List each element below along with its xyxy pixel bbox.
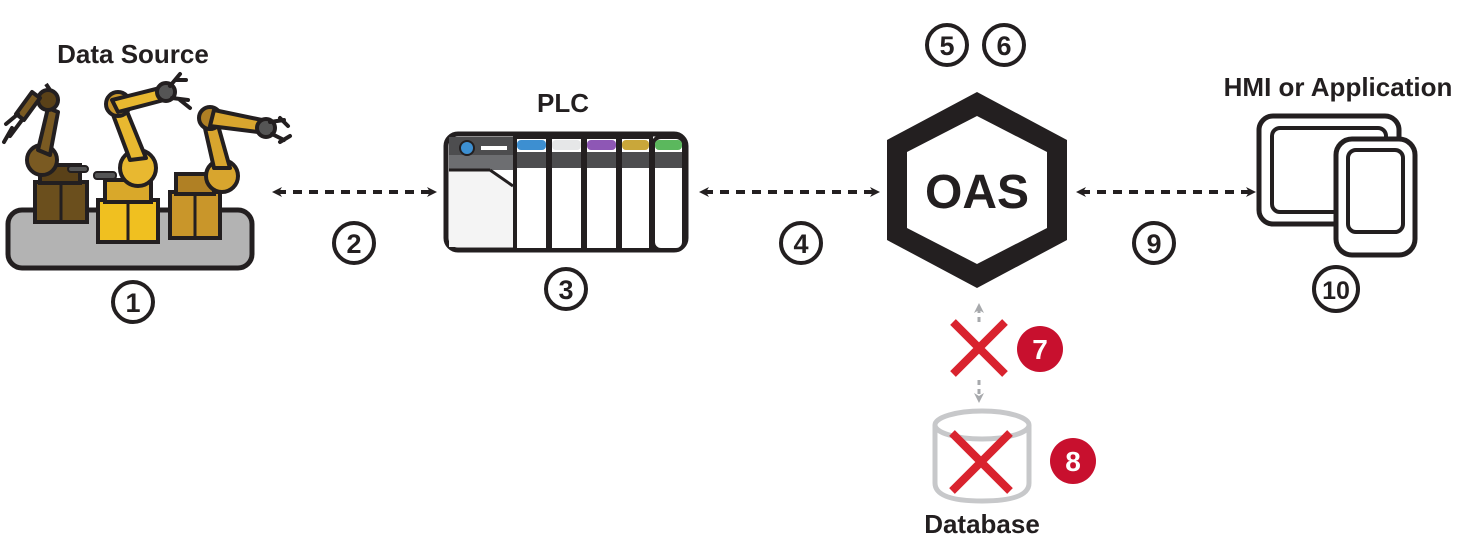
- plc-io-module: [513, 135, 550, 252]
- plc-io-module: [548, 135, 585, 252]
- plc-label: PLC: [537, 88, 589, 118]
- oas-label: OAS: [925, 166, 1029, 219]
- step-badge-7: 7: [1017, 326, 1063, 372]
- step-badge-9: 9: [1132, 221, 1176, 265]
- step-number: 3: [558, 275, 573, 305]
- step-badge-6: 6: [982, 23, 1026, 67]
- database-node: Database: [924, 408, 1040, 539]
- step-badge-3: 3: [544, 267, 588, 311]
- step-badge-8: 8: [1050, 438, 1096, 484]
- step-number: 9: [1146, 229, 1161, 259]
- step-badge-1: 1: [111, 280, 155, 324]
- step-number: 8: [1065, 446, 1081, 477]
- step-number: 5: [939, 31, 954, 61]
- robot-arm-icon: [168, 105, 292, 240]
- step-badge-2: 2: [332, 221, 376, 265]
- plc-icon: [443, 131, 689, 253]
- robot-arm-icon: [2, 82, 89, 224]
- plc-io-module: [618, 135, 653, 252]
- step-number: 4: [793, 229, 808, 259]
- plc-node: PLC: [443, 88, 689, 253]
- step-badge-10: 10: [1312, 265, 1360, 313]
- data-source-label: Data Source: [57, 39, 209, 69]
- hmi-node: HMI or Application: [1224, 72, 1453, 258]
- step-badge-5: 5: [925, 23, 969, 67]
- tablet-phone-icon: [1256, 113, 1418, 258]
- plc-io-module: [583, 135, 620, 252]
- plc-io-module: [651, 135, 686, 252]
- data-source-node: Data Source: [2, 39, 292, 271]
- error-cross-icon: [950, 319, 1008, 377]
- hmi-label: HMI or Application: [1224, 72, 1453, 102]
- step-number: 2: [346, 229, 361, 259]
- step-number: 10: [1322, 277, 1350, 305]
- error-cross-icon: [949, 430, 1013, 494]
- step-badge-4: 4: [779, 221, 823, 265]
- step-number: 1: [125, 288, 140, 318]
- step-number: 7: [1032, 334, 1048, 365]
- oas-node: OAS: [887, 92, 1067, 288]
- robot-arm-icon: [93, 72, 192, 244]
- database-label: Database: [924, 509, 1040, 539]
- step-number: 6: [996, 31, 1011, 61]
